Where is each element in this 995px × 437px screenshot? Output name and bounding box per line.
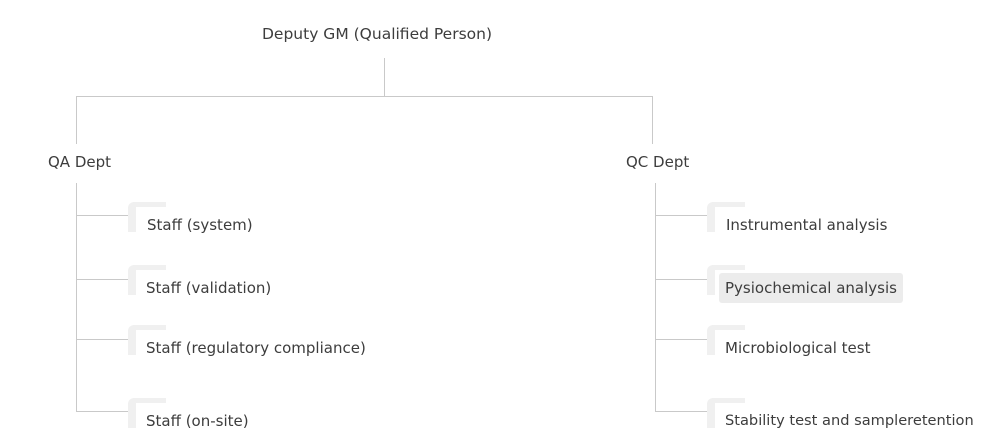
qc-branch-3 bbox=[655, 339, 707, 340]
qc-dept-label: QC Dept bbox=[626, 153, 690, 171]
qa-drop-connector bbox=[76, 96, 77, 144]
qa-item-1-tab bbox=[128, 202, 166, 232]
qc-branch-2 bbox=[655, 279, 707, 280]
qa-item-2-tab bbox=[128, 265, 166, 295]
qc-item-4-tab bbox=[707, 398, 745, 428]
qc-item-3-label: Microbiological test bbox=[725, 339, 871, 357]
qc-item-4-label: Stability test and sampleretention bbox=[725, 412, 974, 429]
qc-drop-connector bbox=[652, 96, 653, 144]
qa-branch-2 bbox=[76, 279, 128, 280]
root-node-label: Deputy GM (Qualified Person) bbox=[262, 25, 493, 43]
qa-item-4-tab bbox=[128, 398, 166, 428]
qc-item-1-tab bbox=[707, 202, 745, 232]
qa-item-1-label: Staff (system) bbox=[147, 216, 253, 234]
qa-item-3-tab bbox=[128, 325, 166, 355]
qc-item-2-tab bbox=[707, 265, 745, 295]
qc-spine bbox=[655, 183, 656, 412]
qc-branch-4 bbox=[655, 411, 707, 412]
qa-item-2-label: Staff (validation) bbox=[146, 279, 272, 297]
qc-item-3-tab bbox=[707, 325, 745, 355]
qa-branch-4 bbox=[76, 411, 128, 412]
qa-branch-1 bbox=[76, 215, 128, 216]
qc-item-2-label[interactable]: Pysiochemical analysis bbox=[719, 273, 903, 303]
root-connector bbox=[384, 58, 385, 96]
qa-dept-label: QA Dept bbox=[48, 153, 112, 171]
qc-branch-1 bbox=[655, 215, 707, 216]
qa-spine bbox=[76, 183, 77, 412]
qa-item-4-label: Staff (on-site) bbox=[146, 412, 249, 430]
qa-branch-3 bbox=[76, 339, 128, 340]
dept-bus bbox=[76, 96, 653, 97]
qa-item-3-label: Staff (regulatory compliance) bbox=[146, 339, 366, 357]
qc-item-1-label: Instrumental analysis bbox=[726, 216, 888, 234]
